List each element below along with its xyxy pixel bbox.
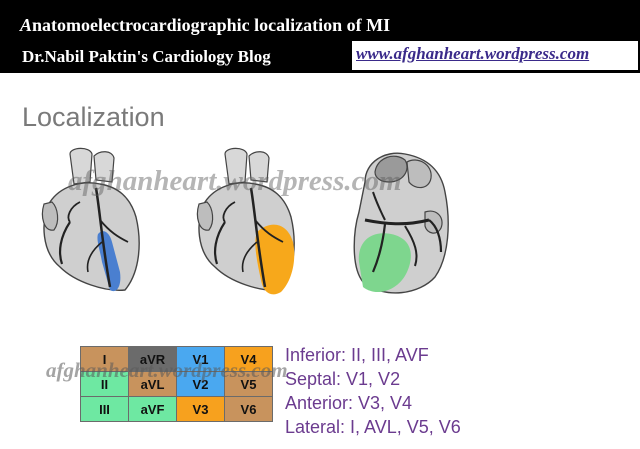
lead-cell-V2: V2 [176, 371, 225, 397]
lead-cell-V3: V3 [176, 396, 225, 422]
lead-cell-aVR: aVR [128, 346, 177, 372]
region-legend: Inferior: II, III, AVF Septal: V1, V2 An… [285, 343, 461, 439]
banner-subtitle: Dr.Nabil Paktin's Cardiology Blog [22, 47, 271, 66]
lead-row-1: I aVR V1 V4 [80, 346, 273, 372]
legend-anterior: Anterior: V3, V4 [285, 393, 413, 413]
orange-infarct-region [255, 224, 295, 295]
lead-cell-aVL: aVL [128, 371, 177, 397]
legend-septal: Septal: V1, V2 [285, 369, 401, 389]
header-banner: Anatomoelectrocardiographic localization… [0, 0, 640, 73]
heart-anterior-lateral [196, 147, 295, 295]
watermark-lower: afghanheart.wordpress.com [46, 358, 288, 382]
legend-inferior: Inferior: II, III, AVF [285, 345, 429, 365]
lead-cell-V5: V5 [224, 371, 273, 397]
ecg-lead-table: I aVR V1 V4 II aVL V2 V5 III aVF V3 V6 [80, 346, 273, 422]
lead-cell-II: II [80, 371, 129, 397]
slide-title: Localization [22, 102, 165, 132]
banner-title: Anatomoelectrocardiographic localization… [20, 15, 390, 36]
banner-title-rest: natomoelectrocardiographic localization … [32, 15, 391, 35]
lead-cell-III: III [80, 396, 129, 422]
lead-row-2: II aVL V2 V5 [80, 371, 273, 397]
heart-inferior [353, 152, 449, 294]
blog-url-link[interactable]: www.afghanheart.wordpress.com [352, 41, 638, 70]
lead-cell-V6: V6 [224, 396, 273, 422]
watermark-upper: afghanheart.wordpress.com [68, 165, 402, 197]
lead-cell-V1: V1 [176, 346, 225, 372]
green-infarct-region [358, 233, 411, 293]
lead-cell-aVF: aVF [128, 396, 177, 422]
legend-lateral: Lateral: I, AVL, V5, V6 [285, 417, 461, 437]
lead-cell-V4: V4 [224, 346, 273, 372]
lead-row-3: III aVF V3 V6 [80, 396, 273, 422]
lead-cell-I: I [80, 346, 129, 372]
banner-title-initial: A [20, 15, 33, 35]
heart-anterior-septal [41, 147, 140, 292]
